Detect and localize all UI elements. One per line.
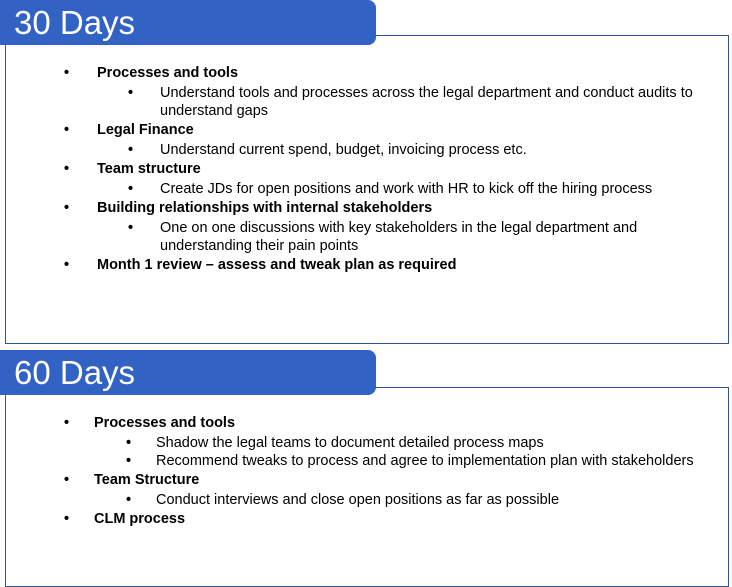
bullet-heading: Building relationships with internal sta…: [0, 198, 732, 219]
list-item: Processes and tools Understand tools and…: [0, 63, 732, 120]
sub-bullet: Understand tools and processes across th…: [0, 84, 732, 120]
list-item: Team structure Create JDs for open posit…: [0, 159, 732, 198]
sub-bullet: Conduct interviews and close open positi…: [0, 491, 732, 509]
bullet-heading: Processes and tools: [0, 413, 732, 434]
bullet-heading: Team structure: [0, 159, 732, 180]
sub-bullet: Understand current spend, budget, invoic…: [0, 141, 732, 159]
sub-bullet: One on one discussions with key stakehol…: [0, 219, 732, 255]
section-30-days: 30 Days Processes and tools Understand t…: [0, 0, 732, 345]
list-item: Legal Finance Understand current spend, …: [0, 120, 732, 159]
list-item: Building relationships with internal sta…: [0, 198, 732, 255]
sub-bullet: Create JDs for open positions and work w…: [0, 180, 732, 198]
list-item: Processes and tools Shadow the legal tea…: [0, 413, 732, 470]
bullet-heading: Processes and tools: [0, 63, 732, 84]
bullet-heading: Team Structure: [0, 470, 732, 491]
section-60-days-content: Processes and tools Shadow the legal tea…: [0, 413, 732, 530]
bullet-list: Processes and tools Shadow the legal tea…: [0, 413, 732, 530]
section-30-days-title: 30 Days: [0, 0, 376, 45]
bullet-heading: Legal Finance: [0, 120, 732, 141]
section-60-days: 60 Days Processes and tools Shadow the l…: [0, 350, 732, 587]
list-item: Team Structure Conduct interviews and cl…: [0, 470, 732, 509]
section-60-days-title: 60 Days: [0, 350, 376, 395]
list-item: CLM process: [0, 509, 732, 530]
bullet-heading: Month 1 review – assess and tweak plan a…: [0, 255, 732, 276]
list-item: Month 1 review – assess and tweak plan a…: [0, 255, 732, 276]
section-30-days-content: Processes and tools Understand tools and…: [0, 63, 732, 276]
bullet-heading: CLM process: [0, 509, 732, 530]
bullet-list: Processes and tools Understand tools and…: [0, 63, 732, 276]
sub-bullet: Shadow the legal teams to document detai…: [0, 434, 732, 452]
sub-bullet: Recommend tweaks to process and agree to…: [0, 452, 732, 470]
